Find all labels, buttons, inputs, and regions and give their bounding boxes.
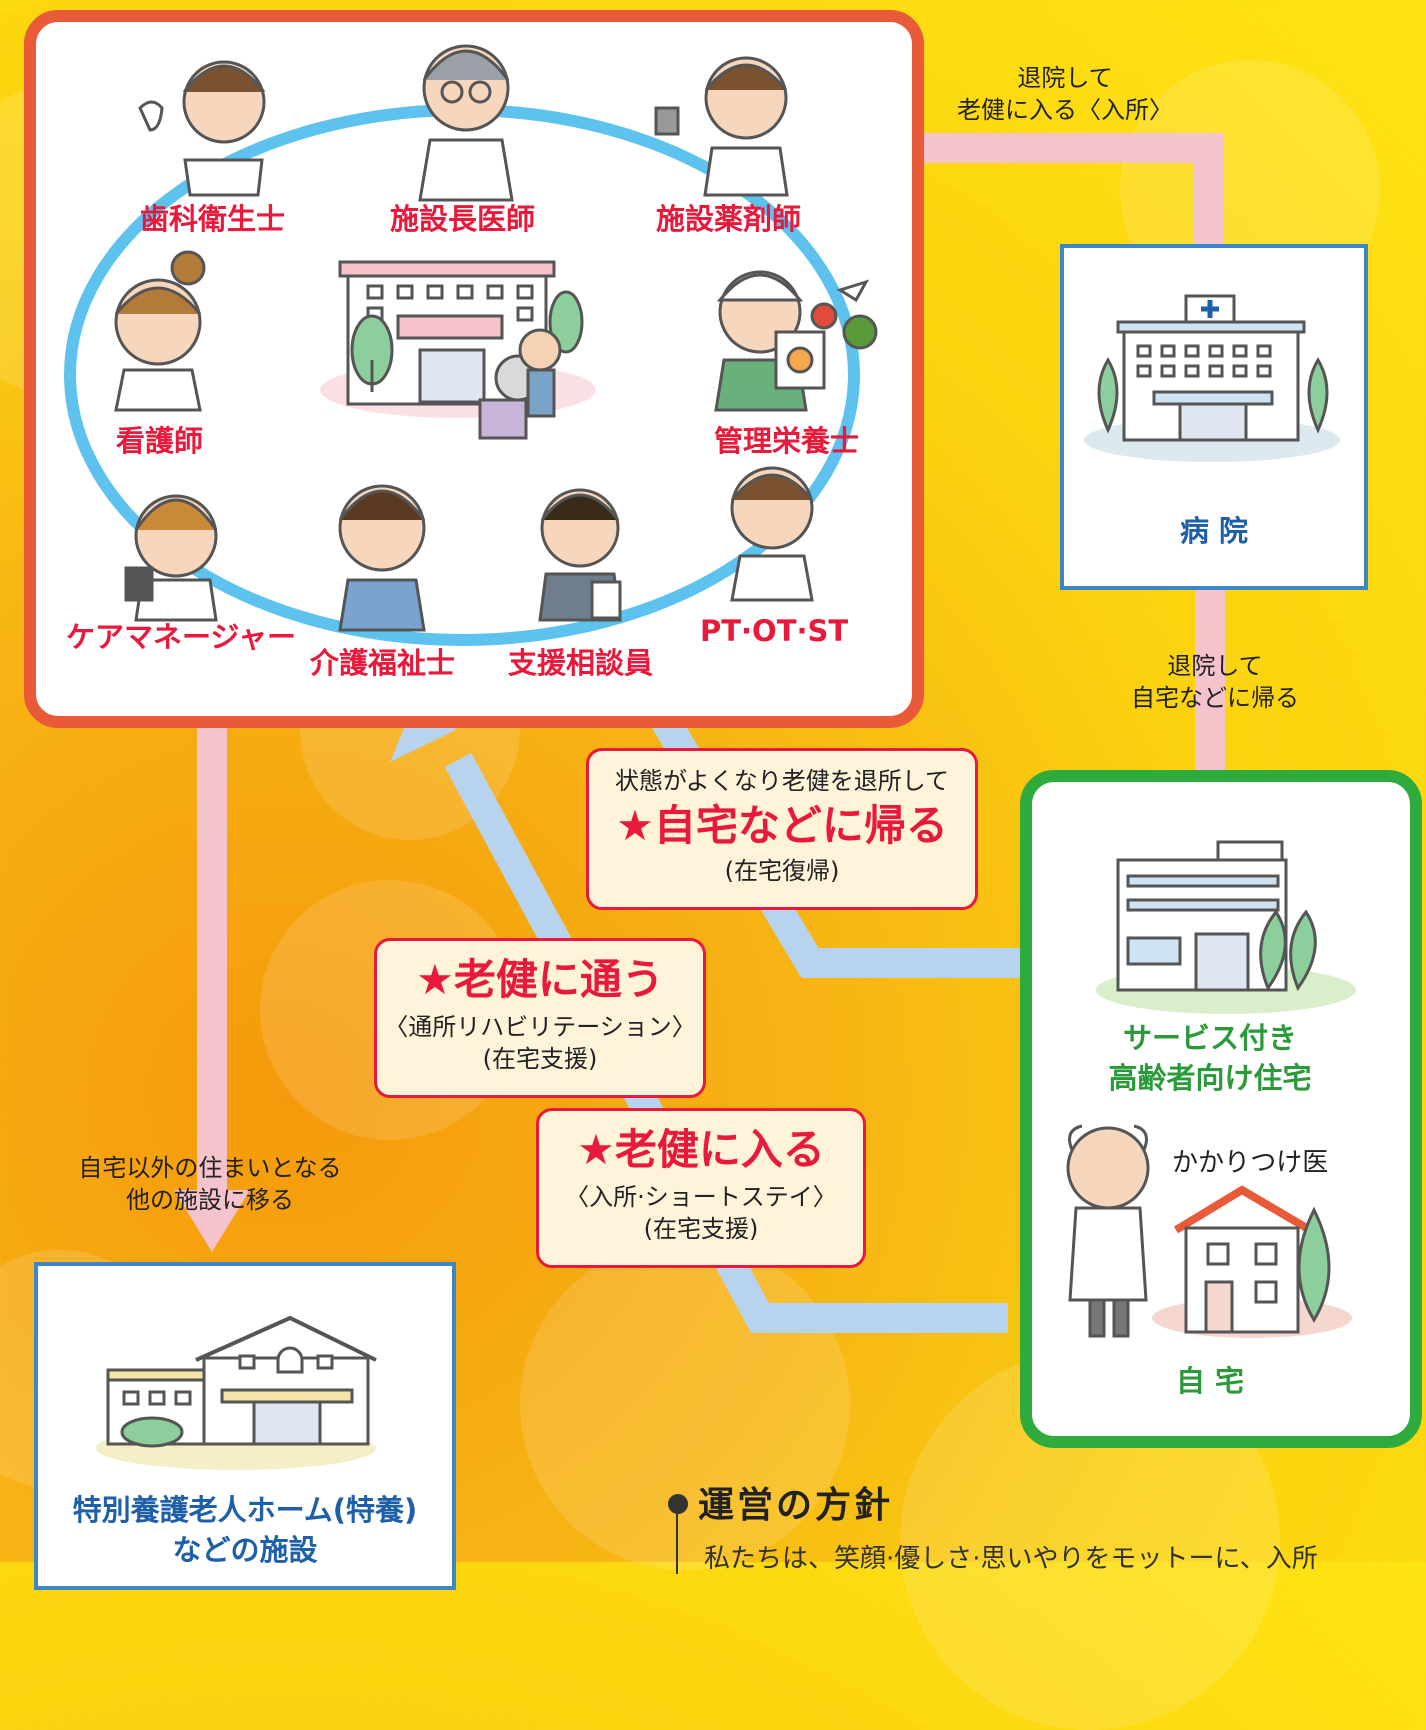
label-care-manager: ケアマネージャー — [66, 620, 296, 654]
arrow-head-roken-to-nursing — [174, 1190, 250, 1252]
director-doctor-icon — [418, 44, 514, 202]
dental-hygienist-icon — [138, 60, 266, 197]
dietitian-icon — [714, 270, 878, 412]
label-serviced-housing: サービス付き 高齢者向け住宅 — [1108, 1021, 1312, 1095]
policy-heading: 運営の方針 — [698, 1485, 894, 1526]
serviced-housing-icon — [1096, 840, 1356, 1014]
label-nursing-home: 特別養護老人ホーム(特養) などの施設 — [72, 1493, 418, 1567]
home-illustrations — [1066, 840, 1356, 1338]
nursing-home-illustration — [96, 1315, 377, 1470]
family-doctor-icon — [1066, 1124, 1150, 1338]
label-care-worker: 介護福祉士 — [310, 646, 456, 680]
label-dietitian: 管理栄養士 — [714, 424, 860, 458]
caption-hospital-to-roken: 退院して 老健に入る〈入所〉 — [957, 64, 1173, 124]
hospital-illustration — [1084, 294, 1340, 462]
callout-admission: ★老健に入る 〈入所·ショートステイ〉 (在宅支援) — [536, 1108, 866, 1268]
roken-illustrations — [64, 44, 878, 646]
policy-bullet — [668, 1494, 688, 1514]
label-dental-hygienist: 歯科衛生士 — [140, 202, 286, 236]
policy-rule — [676, 1514, 678, 1574]
nurse-icon — [114, 250, 206, 412]
label-director-doctor: 施設長医師 — [390, 202, 536, 236]
caption-hospital-to-home: 退院して 自宅などに帰る — [1131, 652, 1299, 712]
label-counselor: 支援相談員 — [508, 646, 654, 680]
callout-return-home: 状態がよくなり老健を退所して ★自宅などに帰る (在宅復帰) — [586, 748, 978, 910]
care-worker-icon — [338, 484, 426, 632]
label-therapists: PT·OT·ST — [700, 614, 849, 648]
label-family-doctor: かかりつけ医 — [1172, 1148, 1329, 1178]
nursing-home-building-icon — [96, 1315, 377, 1470]
arrow-hospital-to-roken — [890, 133, 1223, 250]
roken-building-icon — [320, 260, 596, 440]
hospital-building-icon — [1084, 294, 1340, 462]
care-manager-icon — [124, 494, 218, 622]
policy-text: 私たちは、笑顔·優しさ·思いやりをモットーに、入所 — [704, 1544, 1318, 1574]
therapist-icon — [730, 466, 814, 602]
label-nurse: 看護師 — [116, 424, 204, 458]
callout-day-care: ★老健に通う 〈通所リハビリテーション〉 (在宅支援) — [374, 938, 706, 1098]
label-hospital: 病 院 — [1179, 514, 1249, 548]
nursing-home-panel — [34, 1262, 456, 1590]
caption-roken-to-other: 自宅以外の住まいとなる 他の施設に移る — [78, 1154, 342, 1214]
label-home: 自 宅 — [1175, 1364, 1245, 1398]
label-pharmacist: 施設薬剤師 — [656, 202, 802, 236]
home-house-icon — [1152, 1185, 1352, 1338]
pharmacist-icon — [654, 56, 789, 197]
counselor-icon — [538, 488, 622, 622]
